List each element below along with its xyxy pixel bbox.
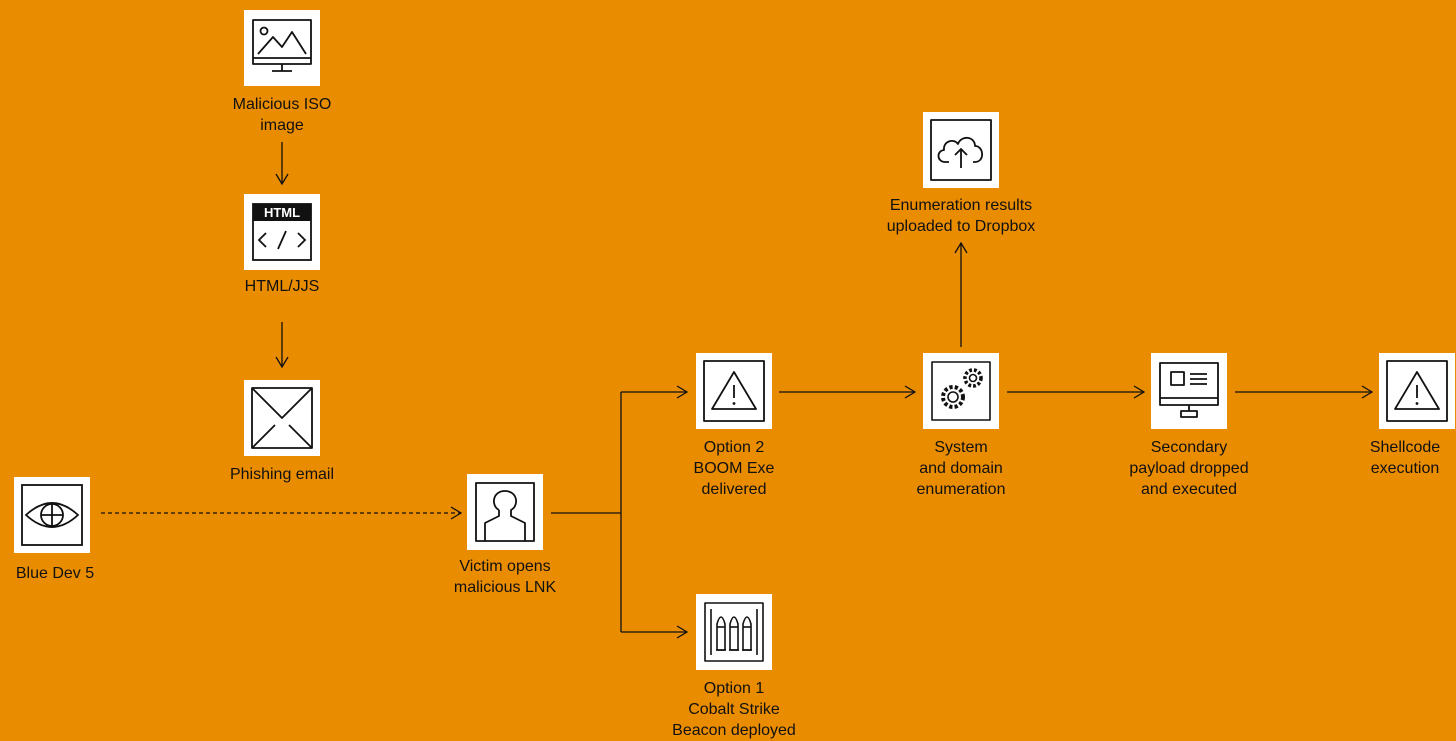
shellcode-label: Shellcode execution (1369, 439, 1441, 477)
warning-icon (1386, 360, 1448, 422)
enum-label: System and domain enumeration (916, 439, 1006, 498)
victim-node (467, 474, 543, 550)
iso-node (244, 10, 320, 86)
option1-node (696, 594, 772, 670)
option2-label: Option 2 BOOM Exe delivered (693, 439, 775, 498)
envelope-icon (251, 387, 313, 449)
secondary-label: Secondary payload dropped and executed (1129, 439, 1249, 498)
shellcode-node (1379, 353, 1455, 429)
secondary-node (1151, 353, 1227, 429)
email-node (244, 380, 320, 456)
user-icon (475, 482, 535, 542)
html-code-icon: HTML (252, 203, 312, 261)
html-label: HTML/JJS (244, 278, 320, 295)
enum-node (923, 353, 999, 429)
cloud-upload-icon (930, 119, 992, 181)
monitor-layout-icon (1159, 362, 1219, 418)
gears-icon (931, 361, 991, 421)
victim-label: Victim opens malicious LNK (453, 558, 557, 596)
warning-icon (703, 360, 765, 422)
actor-node (14, 477, 90, 553)
dropbox-node (923, 112, 999, 188)
option2-node (696, 353, 772, 429)
dropbox-label: Enumeration results uploaded to Dropbox (886, 197, 1036, 235)
actor-label: Blue Dev 5 (15, 565, 95, 582)
eye-target-icon (21, 484, 83, 546)
option1-label: Option 1 Cobalt Strike Beacon deployed (672, 680, 796, 739)
email-label: Phishing email (229, 466, 335, 483)
ammunition-icon (704, 602, 764, 662)
iso-label: Malicious ISO image (232, 96, 332, 134)
svg-text:HTML: HTML (264, 205, 300, 220)
image-monitor-icon (252, 19, 312, 72)
html-node: HTML (244, 194, 320, 270)
